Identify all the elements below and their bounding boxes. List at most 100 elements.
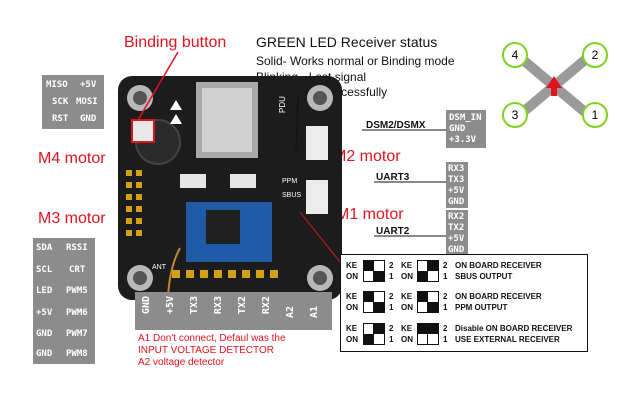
pin-label: RX3 — [448, 164, 465, 174]
pin-label: PWM6 — [66, 308, 88, 318]
led-status-solid: Solid- Works normal or Binding mode — [256, 54, 455, 68]
on-label: ON — [346, 335, 358, 344]
pin-label: CRT — [69, 265, 86, 275]
config-text: SBUS OUTPUT — [455, 272, 513, 281]
m1-motor-label: M1 motor — [336, 206, 404, 223]
config-text: Disable ON BOARD RECEIVER — [455, 324, 573, 333]
dsm-label: DSM2/DSMX — [366, 120, 426, 131]
receiver-config-panel: KE ON 2 1 KE ON 2 1 ON BOARD RECEIVER SB… — [340, 254, 588, 352]
pin-label: A2 — [285, 306, 296, 319]
switch-num: 2 — [443, 292, 448, 301]
pin-label: RSSI — [66, 243, 88, 253]
ke-label: KE — [346, 292, 358, 301]
note-input-voltage: INPUT VOLTAGE DETECTOR — [138, 345, 274, 356]
on-label: ON — [401, 272, 413, 281]
switch-num: 1 — [389, 335, 394, 344]
pin-label: RX2 — [448, 212, 465, 222]
pin-label: +5V — [448, 186, 465, 196]
binding-button-label: Binding button — [124, 34, 227, 51]
pin-label: A1 — [309, 306, 320, 319]
on-label: ON — [346, 272, 358, 281]
pin-label: TX3 — [189, 296, 200, 315]
uart3-pin-box: RX3 TX3 +5V GND — [446, 162, 468, 208]
pin-label: GND — [448, 245, 465, 255]
dsm-pin-box: DSM_IN GND +3.3V — [446, 110, 486, 148]
aux-pin-box: SDA RSSI SCL CRT LED PWM5 +5V PWM6 GND P… — [33, 238, 95, 364]
config-text: ON BOARD RECEIVER — [455, 261, 542, 270]
pin-label: RX2 — [261, 296, 272, 315]
switch-num: 2 — [443, 324, 448, 333]
switch-num: 2 — [389, 261, 394, 270]
pin-label: SCK — [52, 97, 69, 107]
prop-4-circle: 4 — [502, 42, 528, 68]
on-label: ON — [401, 303, 413, 312]
pin-label: MOSI — [76, 97, 98, 107]
pin-label: TX3 — [448, 175, 465, 185]
prop-1-circle: 1 — [582, 102, 608, 128]
pin-label: GND — [36, 349, 53, 359]
dip-switch-1 — [363, 291, 375, 313]
ke-label: KE — [401, 261, 413, 270]
m4-motor-label: M4 motor — [38, 150, 106, 167]
config-text: USE EXTERNAL RECEIVER — [455, 335, 560, 344]
pin-label: RX3 — [213, 296, 224, 315]
config-text: PPM OUTPUT — [455, 303, 508, 312]
isp-pin-box: MISO +5V SCK MOSI RST GND — [42, 75, 104, 129]
switch-num: 2 — [389, 292, 394, 301]
pin-label: SCL — [36, 265, 53, 275]
uart2-label: UART2 — [376, 226, 410, 237]
switch-num: 1 — [389, 272, 394, 281]
sbus-label: SBUS — [282, 192, 302, 199]
pin-label: GND — [448, 197, 465, 207]
pin-label: +5V — [80, 80, 97, 90]
note-a2: A2 voltage detector — [138, 357, 225, 368]
pin-label: MISO — [46, 80, 68, 90]
prop-3-circle: 3 — [502, 102, 528, 128]
prop-2-circle: 2 — [582, 42, 608, 68]
dip-switch-2 — [373, 323, 385, 345]
ke-label: KE — [346, 261, 358, 270]
quad-orientation-diagram: 4 2 3 1 — [498, 40, 610, 130]
flight-controller-board — [118, 76, 342, 300]
dip-switch-2 — [427, 260, 439, 282]
on-label: ON — [401, 335, 413, 344]
pin-label: +3.3V — [449, 135, 477, 145]
uart2-pin-box: RX2 TX2 +5V GND — [446, 210, 468, 256]
bottom-pin-strip — [135, 292, 332, 330]
pin-label: SDA — [36, 243, 53, 253]
ke-label: KE — [401, 292, 413, 301]
m2-motor-label: M2 motor — [333, 148, 401, 165]
ke-label: KE — [401, 324, 413, 333]
on-label: ON — [346, 303, 358, 312]
pin-label: GND — [80, 114, 97, 124]
switch-num: 2 — [389, 324, 394, 333]
note-a1: A1 Don't connect, Defaul was the — [138, 333, 286, 344]
pin-label: PWM8 — [66, 349, 88, 359]
pin-label: +5V — [448, 234, 465, 244]
ppm-label: PPM — [282, 178, 298, 185]
pin-label: DSM_IN — [449, 113, 482, 123]
switch-num: 1 — [443, 272, 448, 281]
pin-label: +5V — [165, 296, 176, 315]
dip-switch-2 — [427, 291, 439, 313]
dip-switch-2 — [373, 260, 385, 282]
pin-label: GND — [141, 296, 152, 315]
m3-motor-label: M3 motor — [38, 210, 106, 227]
dip-switch-2 — [373, 291, 385, 313]
ant-label: ANT — [152, 264, 166, 271]
switch-num: 1 — [443, 303, 448, 312]
pin-label: RST — [52, 114, 69, 124]
pin-label: LED — [36, 286, 53, 296]
pin-label: +5V — [36, 308, 53, 318]
switch-num: 1 — [389, 303, 394, 312]
uart3-label: UART3 — [376, 172, 410, 183]
pin-label: GND — [36, 329, 53, 339]
config-text: ON BOARD RECEIVER — [455, 292, 542, 301]
switch-num: 1 — [443, 335, 448, 344]
pin-label: PWM7 — [66, 329, 88, 339]
dip-switch-2 — [427, 323, 439, 345]
pin-label: GND — [449, 124, 466, 134]
ke-label: KE — [346, 324, 358, 333]
switch-num: 2 — [443, 261, 448, 270]
